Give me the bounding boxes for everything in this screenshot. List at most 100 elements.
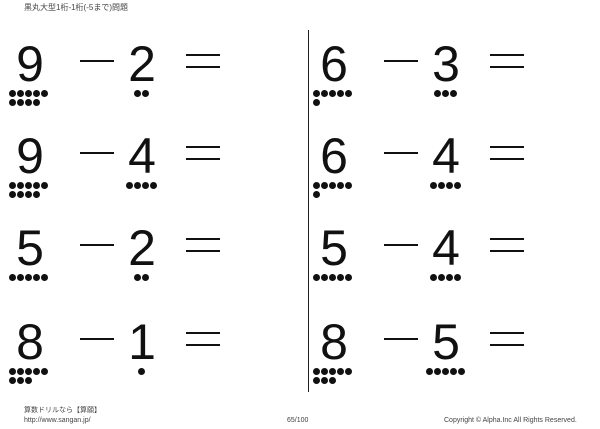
dot	[329, 368, 336, 375]
dot	[345, 90, 352, 97]
footer-brand: 算数ドリルなら【算願】	[24, 407, 101, 414]
subtraction-problem: 9 4	[8, 130, 268, 210]
counting-dots	[126, 182, 186, 191]
counting-dots	[9, 274, 69, 283]
equals-sign	[490, 332, 524, 346]
dot	[134, 182, 141, 189]
dot	[313, 368, 320, 375]
minuend: 8	[16, 314, 44, 370]
counting-dots	[134, 274, 194, 283]
dot	[430, 182, 437, 189]
counting-dots	[313, 368, 373, 386]
dot	[9, 90, 16, 97]
counting-dots	[313, 274, 373, 283]
dot	[33, 274, 40, 281]
equals-sign	[490, 146, 524, 160]
counting-dots	[430, 274, 490, 283]
counting-dots	[434, 90, 494, 99]
counting-dots	[134, 90, 194, 99]
dot	[25, 182, 32, 189]
subtrahend: 4	[128, 128, 156, 184]
minus-sign	[384, 244, 418, 246]
dot	[17, 90, 24, 97]
dot	[33, 99, 40, 106]
dot	[25, 99, 32, 106]
subtrahend: 1	[128, 314, 156, 370]
dot	[434, 368, 441, 375]
dot	[329, 90, 336, 97]
dot	[142, 90, 149, 97]
equals-sign	[186, 146, 220, 160]
minus-sign	[384, 338, 418, 340]
equals-sign	[490, 238, 524, 252]
dot	[33, 182, 40, 189]
dot	[450, 368, 457, 375]
counting-dots	[313, 182, 373, 200]
dot	[17, 368, 24, 375]
equals-sign	[186, 238, 220, 252]
dot	[142, 274, 149, 281]
dot	[321, 182, 328, 189]
dot	[446, 274, 453, 281]
subtrahend: 3	[432, 36, 460, 92]
dot	[41, 90, 48, 97]
dot	[442, 90, 449, 97]
dot	[313, 191, 320, 198]
dot	[329, 274, 336, 281]
counting-dots	[9, 368, 69, 386]
dot	[134, 90, 141, 97]
dot	[321, 90, 328, 97]
subtraction-problem: 8 1	[8, 316, 268, 396]
dot	[426, 368, 433, 375]
dot	[438, 182, 445, 189]
dot	[9, 368, 16, 375]
minus-sign	[80, 152, 114, 154]
dot	[313, 182, 320, 189]
dot	[446, 182, 453, 189]
dot	[434, 90, 441, 97]
subtrahend: 2	[128, 220, 156, 276]
subtraction-problem: 9 2	[8, 38, 268, 118]
dot	[313, 90, 320, 97]
dot	[17, 274, 24, 281]
dot	[321, 377, 328, 384]
dot	[142, 182, 149, 189]
dot	[438, 274, 445, 281]
dot	[337, 274, 344, 281]
dot	[9, 99, 16, 106]
dot	[450, 90, 457, 97]
dot	[9, 182, 16, 189]
dot	[337, 90, 344, 97]
dot	[321, 274, 328, 281]
dot	[313, 274, 320, 281]
dot	[345, 274, 352, 281]
subtraction-problem: 6 4	[312, 130, 572, 210]
dot	[313, 99, 320, 106]
worksheet-title: 黒丸大型1桁-1桁(-5まで)問題	[24, 3, 129, 12]
counting-dots	[9, 182, 69, 200]
dot	[345, 368, 352, 375]
dot	[41, 182, 48, 189]
subtrahend: 4	[432, 128, 460, 184]
dot	[329, 182, 336, 189]
dot	[442, 368, 449, 375]
dot	[454, 182, 461, 189]
dot	[337, 368, 344, 375]
counting-dots	[430, 182, 490, 191]
dot	[9, 274, 16, 281]
dot	[126, 182, 133, 189]
minuend: 6	[320, 128, 348, 184]
dot	[33, 191, 40, 198]
footer-url[interactable]: http://www.sangan.jp/	[24, 417, 91, 424]
subtrahend: 4	[432, 220, 460, 276]
dot	[33, 90, 40, 97]
equals-sign	[186, 332, 220, 346]
minus-sign	[384, 60, 418, 62]
dot	[9, 377, 16, 384]
dot	[17, 191, 24, 198]
dot	[17, 377, 24, 384]
counting-dots	[138, 368, 198, 377]
dot	[430, 274, 437, 281]
dot	[17, 182, 24, 189]
minuend: 9	[16, 128, 44, 184]
